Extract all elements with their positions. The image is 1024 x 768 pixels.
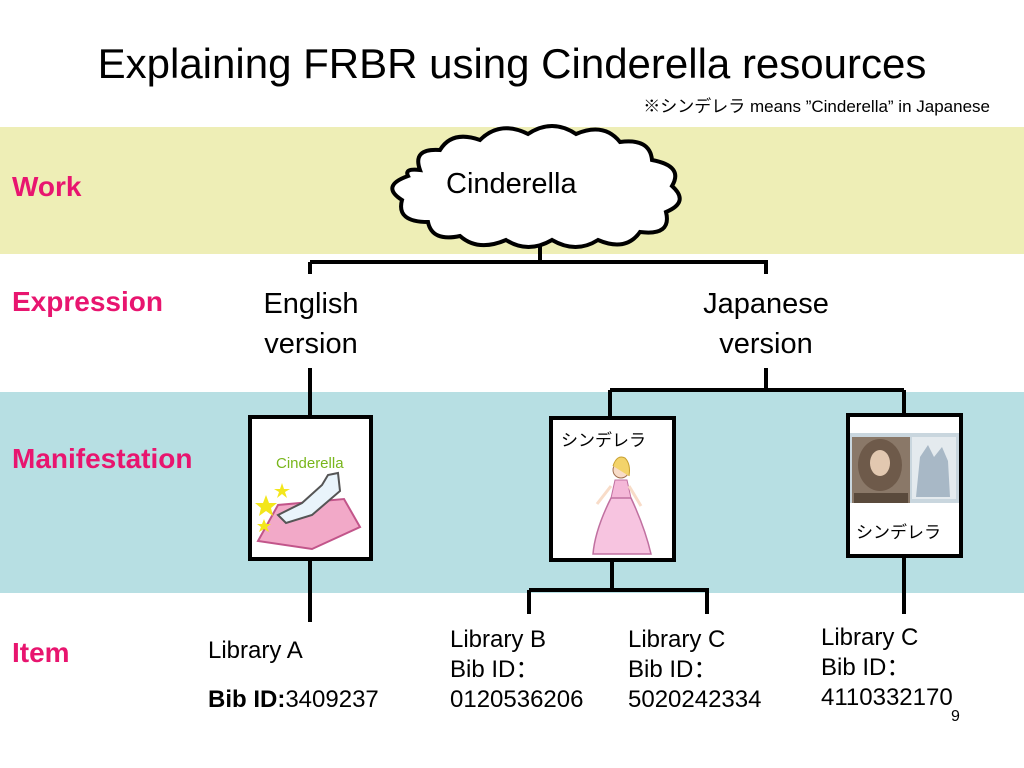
item-library-c-2-bib-label: Bib ID： [821, 654, 911, 681]
item-library-b: Library B Bib ID： 0120536206 [450, 625, 583, 715]
princess-illustration-icon [592, 456, 652, 555]
item-library-c-2: Library C Bib ID： 4110332170 [821, 623, 953, 713]
book-japanese-2-cover-title: シンデレラ [856, 523, 941, 542]
item-library-c-1-bib-value: 5020242334 [628, 686, 762, 713]
book-japanese-1-cover-title: シンデレラ [561, 431, 646, 450]
page-number: 9 [951, 708, 960, 725]
item-library-a-name: Library A [208, 637, 303, 664]
level-label-item: Item [12, 637, 70, 668]
item-library-c-1: Library C Bib ID： 5020242334 [628, 625, 761, 715]
item-library-c-2-name: Library C [821, 624, 919, 651]
item-library-a-bib: Bib ID:3409237 [208, 685, 379, 715]
expression-japanese-line1: Japanese [703, 288, 829, 320]
glass-slipper-illustration-icon [255, 471, 362, 551]
expression-english-line1: English [263, 288, 359, 320]
slide-title: Explaining FRBR using Cinderella resourc… [97, 40, 927, 87]
level-label-work: Work [12, 171, 82, 202]
manifestation-book-english: Cinderella [248, 415, 373, 561]
expression-japanese-line2: version [719, 328, 813, 360]
item-library-b-name: Library B [450, 626, 547, 653]
item-library-a-bib-value: 3409237 [285, 686, 379, 713]
expression-english-line2: version [264, 328, 358, 360]
expression-japanese: Japanese version [676, 284, 856, 364]
manifestation-book-japanese-2: シンデレラ [846, 413, 963, 558]
item-library-b-bib-value: 0120536206 [450, 686, 584, 713]
item-library-a-bib-label: Bib ID: [208, 686, 286, 713]
book-english-cover-title: Cinderella [276, 455, 344, 472]
item-library-c-2-bib-value: 4110332170 [821, 684, 953, 711]
item-library-c-1-name: Library C [628, 626, 726, 653]
level-label-expression: Expression [12, 286, 163, 317]
level-label-manifestation: Manifestation [12, 443, 193, 474]
work-cloud-label: Cinderella [446, 168, 577, 200]
translation-note: ※シンデレラ means ”Cinderella” in Japanese [643, 97, 990, 116]
expression-english: English version [240, 284, 382, 364]
item-library-b-bib-label: Bib ID： [450, 656, 540, 683]
manifestation-book-japanese-1: シンデレラ [549, 416, 676, 562]
item-library-c-1-bib-label: Bib ID： [628, 656, 718, 683]
perrault-portrait-illustration-icon [850, 433, 959, 503]
work-cloud-shape [390, 124, 682, 249]
